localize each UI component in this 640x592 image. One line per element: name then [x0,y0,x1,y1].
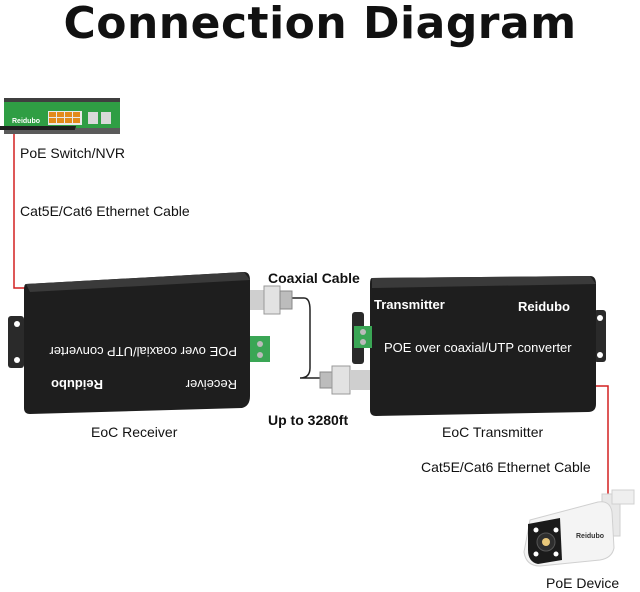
label-eoc-transmitter: EoC Transmitter [442,424,544,440]
diagram-title: Connection Diagram [63,0,577,49]
switch-ports [48,111,111,125]
label-eoc-receiver: EoC Receiver [91,424,178,440]
label-ethernet-cable-bottom: Cat5E/Cat6 Ethernet Cable [421,459,591,475]
eoc-receiver-device: POE over coaxial/UTP converter Receiver … [8,272,293,414]
switch-brand-logo: Reidubo [12,118,40,125]
receiver-role-text: Receiver [185,377,237,392]
poe-camera-device: Reidubo [523,489,635,567]
receiver-product-text: POE over coaxial/UTP converter [49,344,237,359]
label-coaxial-cable: Coaxial Cable [268,270,360,286]
ethernet-cable-bottom [596,385,609,500]
receiver-brand-logo: Reidubo [51,377,103,392]
label-distance: Up to 3280ft [268,412,349,428]
receiver-bnc-connector [250,285,293,315]
transmitter-brand-logo: Reidubo [518,299,570,314]
label-poe-device: PoE Device [546,575,620,591]
transmitter-bnc-connector [319,365,370,395]
transmitter-product-text: POE over coaxial/UTP converter [384,340,572,355]
transmitter-role-text: Transmitter [374,297,445,312]
transmitter-terminal-block [354,326,372,348]
eoc-transmitter-device: Transmitter Reidubo POE over coaxial/UTP… [319,276,606,416]
label-poe-switch: PoE Switch/NVR [20,145,126,161]
camera-brand-logo: Reidubo [576,533,604,540]
label-ethernet-cable-top: Cat5E/Cat6 Ethernet Cable [20,203,190,219]
coaxial-cable [292,297,320,379]
poe-switch-device: Reidubo [0,98,120,134]
receiver-terminal-block [250,336,270,362]
